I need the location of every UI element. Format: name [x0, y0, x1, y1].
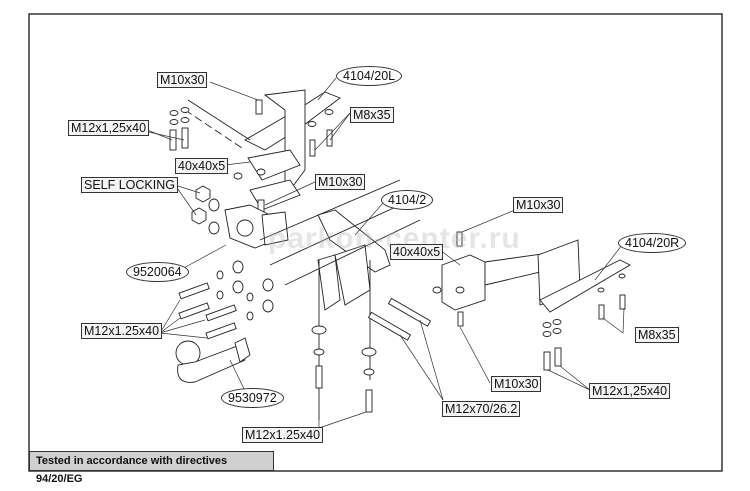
bolts-m12-left-group — [178, 260, 274, 340]
label-m10x30-top: M10x30 — [157, 72, 208, 88]
label-m12x125x40-bottom: M12x1.25x40 — [242, 427, 324, 443]
label-40x40x5-left: 40x40x5 — [175, 158, 229, 174]
tow-ball-9530972 — [175, 337, 251, 383]
crossbar-4104-2 — [259, 179, 421, 311]
label-self-locking: SELF LOCKING — [81, 177, 178, 193]
directive-note: Tested in accordance with directives 94/… — [29, 451, 274, 485]
label-m12x125x40-left-mid: M12x1.25x40 — [81, 323, 163, 339]
bolts-m12x70 — [367, 297, 432, 341]
label-4104-20r: 4104/20R — [618, 233, 687, 253]
label-9530972: 9530972 — [221, 388, 284, 408]
fasteners-left-bracket — [169, 99, 334, 217]
label-4104-20l: 4104/20L — [336, 66, 403, 86]
bracket-4104-20l — [184, 89, 341, 211]
label-m12x125x40-right: M12x1,25x40 — [589, 383, 671, 399]
fasteners-right-bracket — [542, 273, 626, 371]
label-m12x70: M12x70/26.2 — [442, 401, 521, 417]
label-4104-2: 4104/2 — [381, 190, 434, 210]
label-m10x30-right-bottom: M10x30 — [491, 376, 542, 392]
label-m10x30-mid-left: M10x30 — [315, 174, 366, 190]
leader-lines — [139, 77, 625, 429]
bracket-4104-20r — [432, 231, 631, 327]
label-40x40x5-right: 40x40x5 — [390, 244, 444, 260]
label-m8x35-right: M8x35 — [635, 327, 679, 343]
label-m10x30-right-top: M10x30 — [513, 197, 564, 213]
bolts-m12-bottom — [311, 260, 377, 420]
label-m12x125x40-left-top: M12x1,25x40 — [68, 120, 150, 136]
label-9520064: 9520064 — [126, 262, 189, 282]
label-m8x35-left: M8x35 — [350, 107, 394, 123]
diagram-frame — [28, 13, 723, 472]
